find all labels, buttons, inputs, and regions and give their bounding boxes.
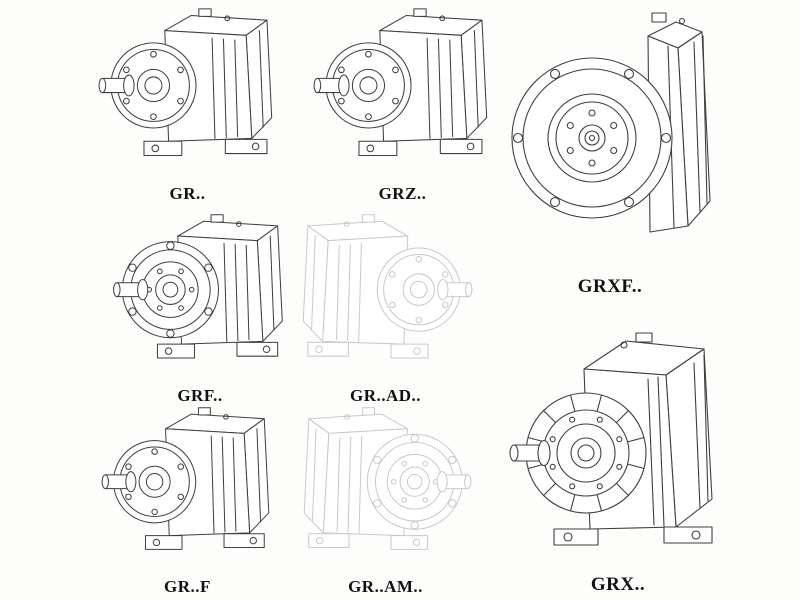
figure-label-gr: GR.. [169, 184, 206, 203]
figure-label-gr-ad: GR..AD.. [349, 386, 422, 405]
figure-gr: GR.. [90, 6, 285, 204]
gearbox-drawing-grx [498, 300, 738, 571]
figure-gr-f: GR..F [90, 405, 285, 597]
gearbox-drawing-grf [100, 212, 300, 383]
figure-label-gr-am: GR..AM.. [348, 577, 423, 596]
figure-label-grxf: GRXF.. [577, 276, 643, 297]
gearbox-drawing-gr-f [90, 405, 285, 574]
figure-label-grx: GRX.. [590, 574, 646, 595]
figure-label-gr-f: GR..F [164, 577, 211, 596]
figure-grf: GRF.. [100, 212, 300, 406]
gearbox-drawing-gr-ad [288, 212, 483, 383]
figure-grz: GRZ.. [305, 6, 500, 204]
figure-grxf: GRXF.. [500, 4, 720, 298]
gearbox-drawing-grz [305, 6, 500, 181]
gearbox-drawing-grxf [500, 4, 720, 273]
figure-label-grf: GRF.. [177, 386, 223, 405]
gearbox-drawing-gr [90, 6, 285, 181]
figure-gr-ad: GR..AD.. [288, 212, 483, 406]
figure-gr-am: GR..AM.. [288, 405, 483, 597]
figure-grx: GRX.. [498, 300, 738, 596]
gearbox-drawing-gr-am [288, 405, 483, 574]
figure-label-grz: GRZ.. [378, 184, 427, 203]
